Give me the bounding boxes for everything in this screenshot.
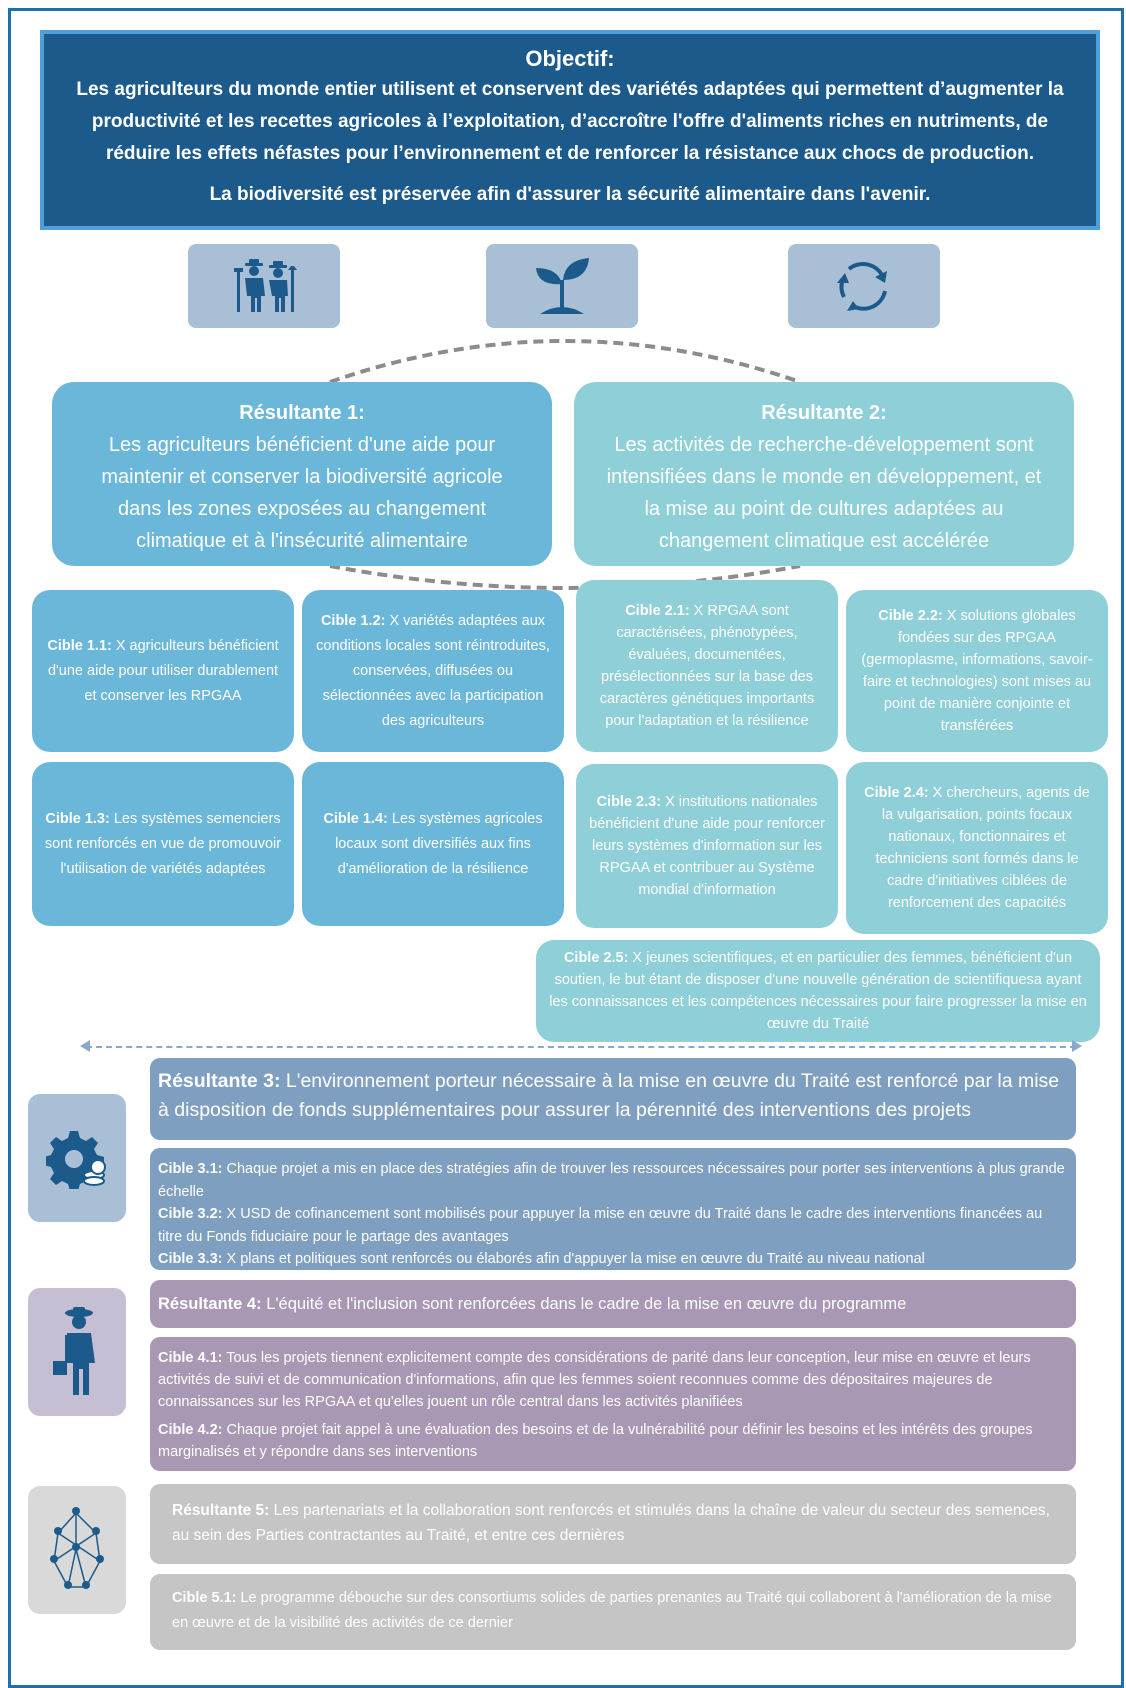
cible-4-2-text: Chaque projet fait appel à une évaluatio… [158, 1422, 1033, 1460]
resultante-3-label: Résultante 3: [158, 1070, 281, 1092]
resultante-4-label: Résultante 4: [158, 1294, 262, 1313]
arrow-left-icon [80, 1040, 90, 1052]
cible-5-1-text: Le programme débouche sur des consortium… [172, 1590, 1052, 1631]
cible-3-2-text: X USD de cofinancement sont mobilisés po… [158, 1206, 1043, 1245]
resultante-5-cibles: Cible 5.1: Le programme débouche sur des… [150, 1574, 1076, 1650]
dashed-ellipse [329, 339, 801, 590]
cible-2-4-label: Cible 2.4: [864, 785, 929, 801]
cycle-arrows-icon [837, 262, 887, 311]
cible-2-3-text: X institutions nationales bénéficient d'… [589, 794, 825, 898]
resultante-4-cibles: Cible 4.1: Tous les projets tiennent exp… [150, 1337, 1076, 1471]
cible-2-2-label: Cible 2.2: [878, 608, 943, 624]
cible-5-1-label: Cible 5.1: [172, 1590, 237, 1606]
cible-1-4: Cible 1.4: Les systèmes agricoles locaux… [302, 762, 564, 926]
woman-farmer-icon [53, 1307, 95, 1395]
cible-3-1-label: Cible 3.1: [158, 1161, 223, 1177]
resultante-5: Résultante 5: Les partenariats et la col… [150, 1484, 1076, 1564]
objective-text: Les agriculteurs du monde entier utilise… [76, 79, 1064, 164]
resultante-3-text: L'environnement porteur nécessaire à la … [158, 1070, 1060, 1121]
network-people-icon-box [28, 1486, 126, 1614]
farmers-icon [234, 259, 297, 312]
network-people-icon [50, 1507, 104, 1589]
seedling-icon [536, 258, 589, 314]
resultante-1: Résultante 1: Les agriculteurs bénéficie… [52, 382, 552, 566]
gear-money-icon [46, 1131, 106, 1189]
cible-1-2: Cible 1.2: X variétés adaptées aux condi… [302, 590, 564, 752]
gear-money-icon-box [28, 1094, 126, 1222]
seedling-icon-box [486, 244, 638, 328]
cible-1-2-text: X variétés adaptées aux conditions local… [316, 612, 550, 729]
resultante-4-text: L'équité et l'inclusion sont renforcées … [261, 1294, 907, 1313]
cible-1-3: Cible 1.3: Les systèmes semenciers sont … [32, 762, 294, 926]
cible-4-1-label: Cible 4.1: [158, 1350, 223, 1366]
cible-1-4-text: Les systèmes agricoles locaux sont diver… [335, 810, 543, 877]
resultante-3: Résultante 3: L'environnement porteur né… [150, 1058, 1076, 1140]
objective-text-biodiversity: La biodiversité est préservée afin d'ass… [209, 184, 931, 205]
cible-1-1-label: Cible 1.1: [47, 637, 112, 654]
resultante-1-title: Résultante 1: [239, 402, 365, 424]
cible-1-4-label: Cible 1.4: [323, 810, 388, 827]
woman-farmer-icon-box [28, 1288, 126, 1416]
cible-2-4: Cible 2.4: X chercheurs, agents de la vu… [846, 762, 1108, 934]
cible-3-2-label: Cible 3.2: [158, 1206, 223, 1222]
resultante-3-cibles: Cible 3.1: Chaque projet a mis en place … [150, 1148, 1076, 1270]
cible-4-1-text: Tous les projets tiennent explicitement … [158, 1350, 1031, 1410]
dashed-divider-arrow [86, 1046, 1076, 1048]
resultante-5-text: Les partenariats et la collaboration son… [172, 1502, 1050, 1544]
objective-box: Objectif: Les agriculteurs du monde enti… [40, 30, 1100, 230]
cible-4-2-label: Cible 4.2: [158, 1422, 223, 1438]
objective-title: Objectif: [525, 46, 615, 71]
cible-1-2-label: Cible 1.2: [320, 612, 386, 629]
cible-3-3: Cible 3.3: X plans et politiques sont re… [158, 1248, 1068, 1271]
cible-2-4-text: X chercheurs, agents de la vulgarisation… [875, 785, 1090, 911]
resultante-1-text: Les agriculteurs bénéficient d'une aide … [101, 434, 503, 552]
arrow-right-icon [1072, 1040, 1082, 1052]
cible-3-3-label: Cible 3.3: [158, 1251, 223, 1267]
cible-2-5-text: X jeunes scientifiques, et en particulie… [549, 950, 1087, 1032]
cible-1-1-text: X agriculteurs bénéficient d'une aide po… [47, 637, 279, 704]
cible-2-1-label: Cible 2.1: [625, 603, 690, 619]
cible-2-5-label: Cible 2.5: [563, 950, 629, 966]
cible-1-3-text: Les systèmes semenciers sont renforcés e… [44, 810, 282, 877]
cible-5-1: Cible 5.1: Le programme débouche sur des… [172, 1586, 1054, 1636]
cible-4-2: Cible 4.2: Chaque projet fait appel à un… [158, 1419, 1068, 1463]
cible-3-1: Cible 3.1: Chaque projet a mis en place … [158, 1158, 1068, 1203]
cible-2-2-text: X solutions globales fondées sur des RPG… [861, 608, 1093, 734]
cycle-icon-box [788, 244, 940, 328]
resultante-5-label: Résultante 5: [172, 1502, 270, 1519]
resultante-4: Résultante 4: L'équité et l'inclusion so… [150, 1280, 1076, 1328]
cible-2-5: Cible 2.5: X jeunes scientifiques, et en… [536, 940, 1100, 1042]
cible-2-1: Cible 2.1: X RPGAA sont caractérisées, p… [576, 580, 838, 752]
cible-2-2: Cible 2.2: X solutions globales fondées … [846, 590, 1108, 752]
cible-4-1: Cible 4.1: Tous les projets tiennent exp… [158, 1347, 1068, 1413]
cible-3-1-text: Chaque projet a mis en place des stratég… [158, 1161, 1065, 1200]
cible-2-3: Cible 2.3: X institutions nationales bén… [576, 764, 838, 928]
farmers-icon-box [188, 244, 340, 328]
resultante-2: Résultante 2: Les activités de recherche… [574, 382, 1074, 566]
cible-2-3-label: Cible 2.3: [596, 794, 662, 810]
cible-3-3-text: X plans et politiques sont renforcés ou … [222, 1251, 925, 1267]
cible-2-1-text: X RPGAA sont caractérisées, phénotypées,… [599, 603, 815, 729]
cible-3-2: Cible 3.2: X USD de cofinancement sont m… [158, 1203, 1068, 1248]
resultante-2-text: Les activités de recherche-développement… [606, 434, 1042, 552]
cible-1-3-label: Cible 1.3: [45, 810, 110, 827]
resultante-2-title: Résultante 2: [761, 402, 887, 424]
cible-1-1: Cible 1.1: X agriculteurs bénéficient d'… [32, 590, 294, 752]
